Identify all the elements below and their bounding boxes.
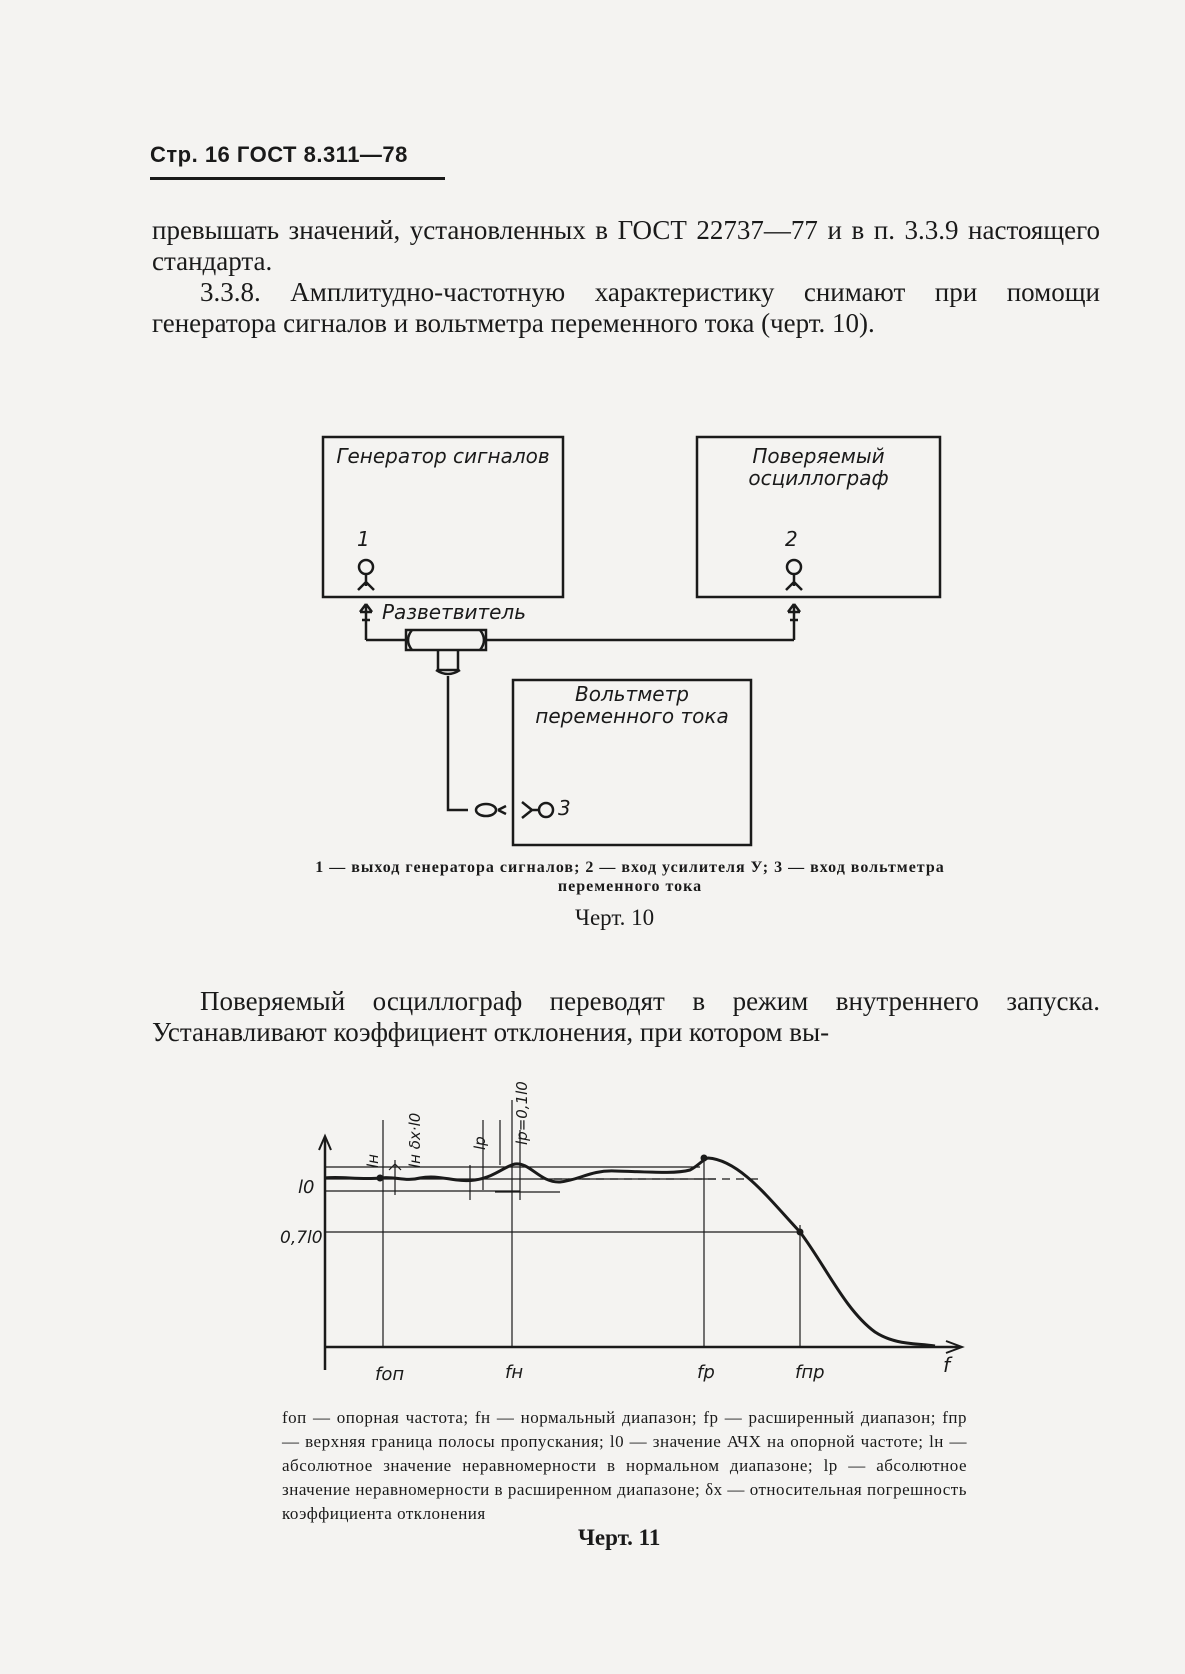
- y-label-07: 0,7l0: [280, 1228, 323, 1248]
- port-3-label: 3: [558, 796, 571, 820]
- generator-label: Генератор сигналов: [336, 444, 550, 468]
- generator-box: [321, 435, 565, 599]
- y-label-l0: l0: [298, 1177, 314, 1198]
- voltmeter-label: Вольтметр переменного тока: [535, 682, 729, 728]
- dim-delta: lн δx·l0: [406, 1113, 424, 1168]
- x-label-fp: fр: [697, 1362, 715, 1383]
- port-2-label: 2: [785, 527, 798, 551]
- port-1-label: 1: [357, 527, 370, 551]
- oscilloscope-box: [695, 435, 942, 599]
- voltmeter-box: [511, 678, 753, 847]
- paragraph-oscilloscope-mode: Поверяемый осциллограф переводят в режим…: [152, 986, 1100, 1047]
- oscilloscope-label: Поверяемый осциллограф: [748, 444, 889, 490]
- x-label-fop: fоп: [375, 1364, 404, 1385]
- figure-11-caption: fоп — опорная частота; fн — нормальный д…: [282, 1408, 967, 1523]
- x-label-fpr: fпр: [795, 1362, 825, 1383]
- x-label-f: f: [943, 1353, 953, 1377]
- dim-lp01: lр=0,1l0: [513, 1081, 531, 1145]
- paragraph-continuation: превышать значений, установленных в ГОСТ…: [152, 215, 1100, 276]
- splitter: [404, 628, 488, 652]
- figure-10-title: Черт. 10: [575, 905, 655, 930]
- figure-10-caption: 1 — выход генератора сигналов; 2 — вход …: [315, 859, 945, 895]
- figure-11-title: Черт. 11: [578, 1525, 661, 1550]
- dim-ln: lн: [364, 1154, 382, 1168]
- paragraph-3-3-8: 3.3.8. Амплитудно-частотную характеристи…: [152, 277, 1100, 338]
- response-curve: [324, 1156, 936, 1348]
- header-divider: [150, 177, 445, 180]
- splitter-label: Разветвитель: [382, 600, 527, 624]
- page-header: Стр. 16 ГОСТ 8.311—78: [150, 142, 408, 167]
- x-label-fn: fн: [505, 1362, 523, 1383]
- dim-lp: lр: [471, 1136, 489, 1150]
